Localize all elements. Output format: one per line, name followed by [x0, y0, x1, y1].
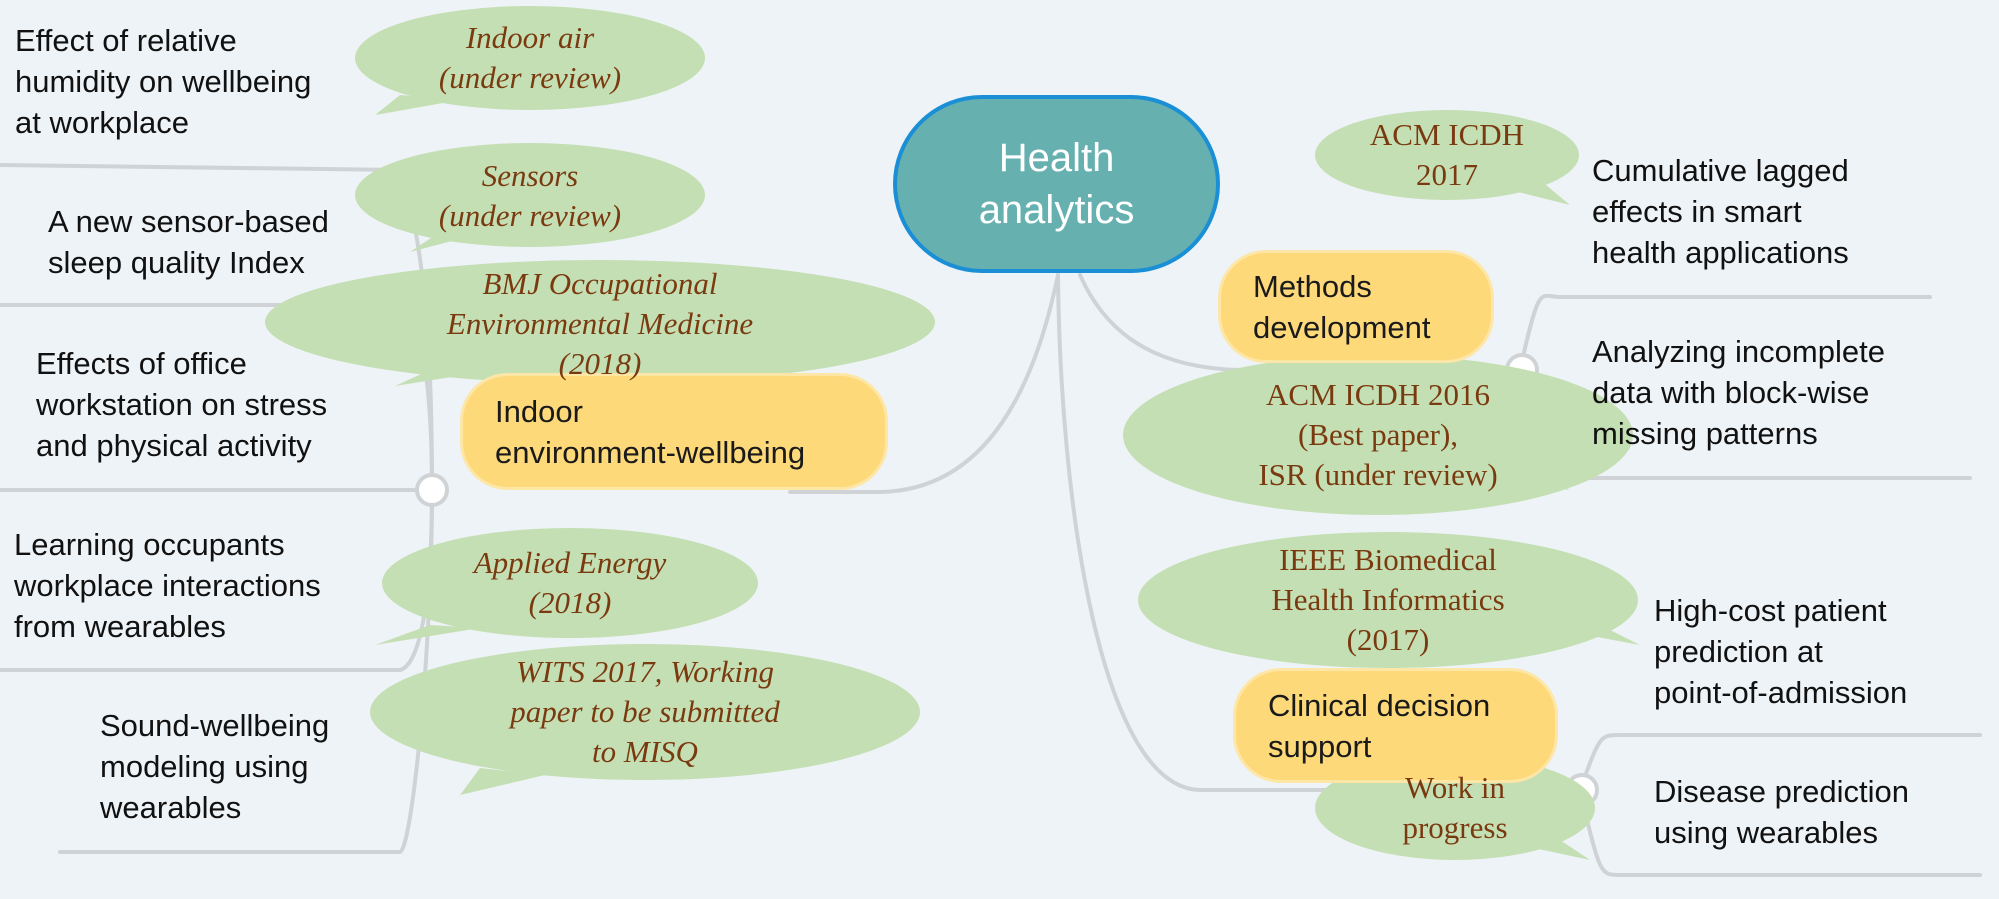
- bubble-wits-shape: [370, 644, 920, 780]
- bubble-indoor-air-text: Indoor air (under review): [438, 20, 622, 95]
- bubble-wits-text: WITS 2017, Working paper to be submitted…: [510, 654, 780, 769]
- bubble-icdh2017-tail: [1510, 180, 1570, 205]
- bubble-applied-energy-shape: [382, 528, 758, 638]
- connector-central-methods: [1078, 273, 1522, 372]
- topic-office-workstation[interactable]: Effects of office workstation on stress …: [36, 346, 328, 463]
- bubble-icdh2016-tail: [1500, 470, 1570, 490]
- bubble-work-in-progress-text: Work in progress: [1402, 770, 1508, 845]
- bubble-applied-energy-tail: [375, 625, 480, 645]
- bubble-icdh-2017: ACM ICDH 2017: [1315, 110, 1579, 200]
- bubble-bmj-tail: [395, 370, 470, 386]
- topic-sound-wellbeing[interactable]: Sound-wellbeing modeling using wearables: [100, 708, 330, 825]
- bubble-icdh2017-shape: [1315, 110, 1579, 200]
- topic-disease-prediction[interactable]: Disease prediction using wearables: [1654, 774, 1910, 850]
- bubble-bmj-text: BMJ Occupational Environmental Medicine …: [446, 266, 754, 381]
- topic-high-cost-patient[interactable]: High-cost patient prediction at point-of…: [1654, 593, 1908, 710]
- bubble-sensors-text: Sensors (under review): [438, 158, 622, 233]
- connector-central-indoor: [788, 273, 1060, 494]
- junction-left: [415, 473, 449, 507]
- connector-right-lagged: [1518, 293, 1932, 372]
- bubble-bmj: BMJ Occupational Environmental Medicine …: [265, 262, 935, 386]
- bubble-ieee-shape: [1138, 532, 1638, 668]
- topic-sleep-quality-index[interactable]: A new sensor-based sleep quality Index: [48, 204, 329, 280]
- bubble-wip-tail: [1520, 840, 1590, 860]
- bubble-bmj-shape: [265, 260, 935, 384]
- bubble-indoor-air: Indoor air (under review): [355, 10, 705, 106]
- bubble-wits-tail: [460, 768, 545, 795]
- topic-occupants-interactions[interactable]: Learning occupants workplace interaction…: [14, 527, 321, 644]
- bubble-work-in-progress: Work in progress: [1315, 756, 1595, 860]
- bubble-indoor-air-shape: [355, 6, 705, 110]
- topic-cumulative-lagged-effects[interactable]: Cumulative lagged effects in smart healt…: [1592, 153, 1849, 270]
- publication-bubbles: [265, 6, 1640, 860]
- bubble-icdh2016-shape: [1123, 355, 1633, 515]
- bubble-icdh-2016-text: ACM ICDH 2016 (Best paper), ISR (under r…: [1258, 377, 1498, 492]
- central-node-health-analytics[interactable]: Health analytics: [893, 95, 1220, 273]
- bubble-applied-energy: Applied Energy (2018): [382, 530, 758, 636]
- bubble-applied-energy-text: Applied Energy (2018): [473, 545, 667, 620]
- bubble-sensors: Sensors (under review): [355, 148, 705, 244]
- category-methods-development[interactable]: Methods development: [1218, 250, 1494, 363]
- bubble-ieee-tail: [1560, 625, 1640, 645]
- bubble-sensors-shape: [355, 143, 705, 247]
- bubble-ieee-bhi-text: IEEE Biomedical Health Informatics (2017…: [1271, 542, 1505, 657]
- category-indoor-environment-wellbeing[interactable]: Indoor environment-wellbeing: [460, 373, 888, 490]
- connector-central-clinical: [1056, 273, 1582, 792]
- bubble-ieee-bhi: IEEE Biomedical Health Informatics (2017…: [1138, 532, 1638, 668]
- bubble-icdh-2016: ACM ICDH 2016 (Best paper), ISR (under r…: [1123, 355, 1633, 515]
- category-clinical-decision-support[interactable]: Clinical decision support: [1233, 668, 1558, 783]
- bubble-indoor-air-tail: [375, 95, 460, 115]
- bubble-icdh-2017-text: ACM ICDH 2017: [1369, 117, 1525, 192]
- topic-humidity-wellbeing[interactable]: Effect of relative humidity on wellbeing…: [15, 23, 312, 140]
- bubble-wits: WITS 2017, Working paper to be submitted…: [370, 644, 920, 780]
- topic-incomplete-data[interactable]: Analyzing incomplete data with block-wis…: [1592, 334, 1885, 451]
- bubble-sensors-tail: [410, 232, 475, 252]
